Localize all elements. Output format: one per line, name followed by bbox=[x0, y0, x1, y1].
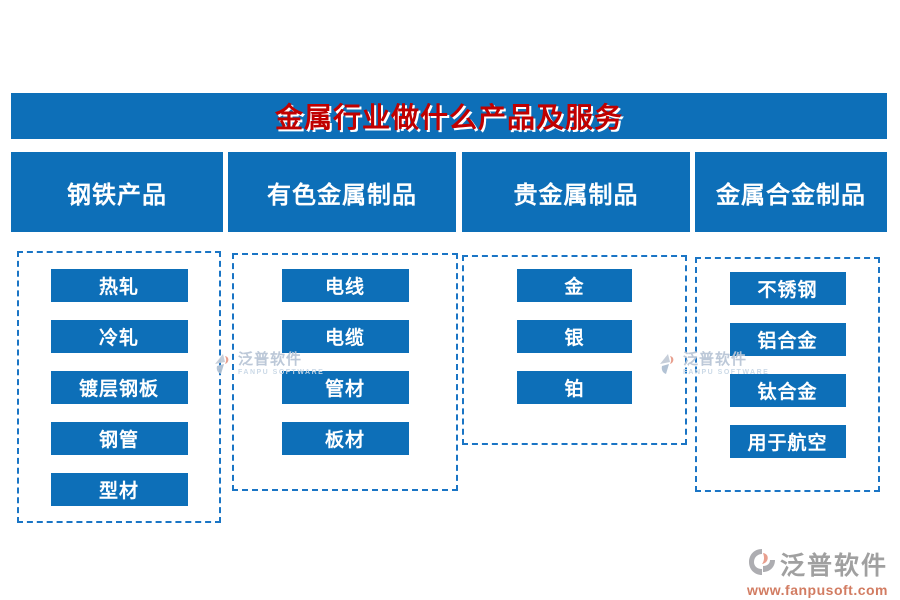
title-bar: 金属行业做什么产品及服务 bbox=[11, 93, 887, 139]
node-platinum: 铂 bbox=[517, 371, 632, 404]
node-stainless-steel: 不锈钢 bbox=[729, 272, 846, 305]
page-title: 金属行业做什么产品及服务 bbox=[274, 102, 623, 133]
column-box-alloy-products: 不锈钢 铝合金 钛合金 用于航空 bbox=[695, 257, 880, 492]
column-header-label: 钢铁产品 bbox=[67, 181, 167, 209]
watermark-bottom-right: 泛普软件 www.fanpusoft.com bbox=[747, 546, 888, 598]
node-coated-steel-plate: 镀层钢板 bbox=[50, 371, 188, 404]
node-gold: 金 bbox=[517, 269, 632, 302]
node-for-aviation: 用于航空 bbox=[729, 425, 846, 458]
watermark-brand-text: 泛普软件 bbox=[779, 552, 888, 580]
node-cold-rolled: 冷轧 bbox=[50, 320, 188, 353]
column-header-label: 有色金属制品 bbox=[267, 181, 417, 209]
node-steel-pipe: 钢管 bbox=[50, 422, 188, 455]
node-titanium-alloy: 钛合金 bbox=[729, 374, 846, 407]
watermark-website-text: www.fanpusoft.com bbox=[747, 582, 888, 598]
column-header-nonferrous-products: 有色金属制品 bbox=[228, 152, 456, 232]
column-header-label: 金属合金制品 bbox=[716, 181, 866, 209]
node-hot-rolled: 热轧 bbox=[50, 269, 188, 302]
column-box-precious-metal-products: 金 银 铂 bbox=[462, 255, 687, 445]
node-pipe-material: 管材 bbox=[281, 371, 409, 404]
node-cable: 电缆 bbox=[281, 320, 409, 353]
node-electric-wire: 电线 bbox=[281, 269, 409, 302]
column-header-alloy-products: 金属合金制品 bbox=[695, 152, 887, 232]
column-box-nonferrous-products: 电线 电缆 管材 板材 bbox=[232, 253, 458, 491]
node-section-steel: 型材 bbox=[50, 473, 188, 506]
fanpu-logo-icon bbox=[748, 548, 776, 581]
column-box-steel-products: 热轧 冷轧 镀层钢板 钢管 型材 bbox=[17, 251, 221, 523]
column-header-precious-metal-products: 贵金属制品 bbox=[462, 152, 690, 232]
node-silver: 银 bbox=[517, 320, 632, 353]
column-header-steel-products: 钢铁产品 bbox=[11, 152, 223, 232]
node-aluminum-alloy: 铝合金 bbox=[729, 323, 846, 356]
column-header-label: 贵金属制品 bbox=[513, 181, 639, 209]
node-plate-material: 板材 bbox=[281, 422, 409, 455]
